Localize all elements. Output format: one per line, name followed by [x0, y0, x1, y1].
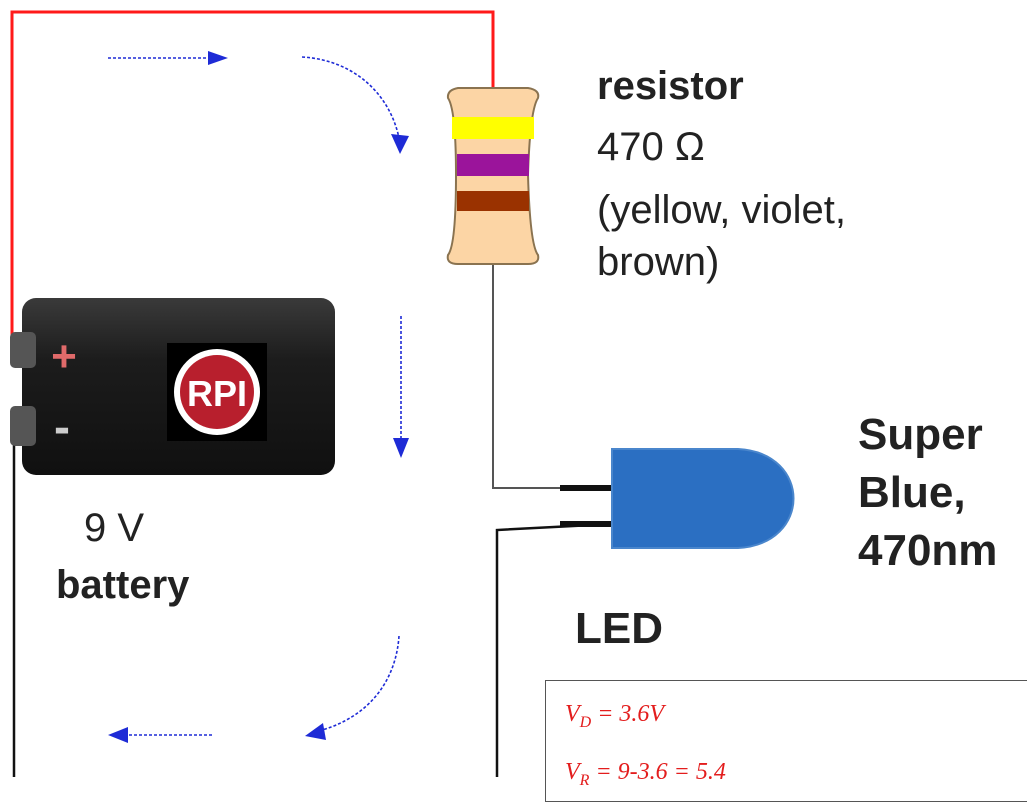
arrowhead-left-icon: [108, 727, 128, 743]
arrowhead-down-icon: [393, 438, 409, 458]
battery-terminal-minus: [10, 406, 36, 446]
led-label: LED: [575, 604, 663, 653]
battery-terminal-plus: [10, 332, 36, 368]
current-arrow-top-curve: [301, 56, 400, 139]
resistor-band-1: [452, 117, 534, 139]
resistor-band-2: [457, 154, 529, 176]
battery-plus-symbol: +: [51, 332, 77, 381]
resistor-color-code: (yellow, violet, brown): [597, 184, 846, 288]
equation-resistor-voltage: VR = 9-3.6 = 5.4: [565, 759, 726, 789]
battery-voltage: 9 V: [84, 506, 145, 550]
rpi-logo: RPI: [167, 343, 267, 441]
resistor-led-wire: [492, 260, 612, 489]
battery-minus-symbol: -: [54, 401, 70, 454]
resistor: [446, 87, 540, 265]
current-arrow-bottom-curve: [321, 635, 400, 731]
resistor-value: 470 Ω: [597, 125, 705, 169]
led-body: [611, 448, 795, 549]
arrowhead-right-icon: [208, 51, 228, 65]
resistor-title: resistor: [597, 64, 744, 108]
rpi-logo-text: RPI: [187, 373, 247, 414]
resistor-color-code-line-2: brown): [597, 240, 720, 284]
positive-wire: [10, 10, 495, 340]
current-arrows: [108, 56, 402, 736]
resistor-band-3: [457, 191, 529, 211]
battery: + - RPI: [10, 298, 335, 475]
circuit-diagram: + - RPI: [10, 10, 795, 777]
led-spec: Super Blue, 470nm: [858, 406, 997, 580]
equation-diode-voltage: VD = 3.6V: [565, 701, 665, 731]
led-spec-line-3: 470nm: [858, 526, 998, 576]
led-spec-line-1: Super: [858, 410, 983, 459]
led: [560, 448, 795, 549]
arrowhead-down-curve-icon: [391, 134, 409, 154]
led-spec-line-2: Blue,: [858, 468, 966, 518]
arrowhead-left-curve-icon: [305, 723, 326, 740]
battery-label: battery: [56, 563, 190, 607]
equation-box: VD = 3.6V VR = 9-3.6 = 5.4: [545, 680, 1027, 802]
resistor-color-code-line-1: (yellow, violet,: [597, 188, 846, 232]
